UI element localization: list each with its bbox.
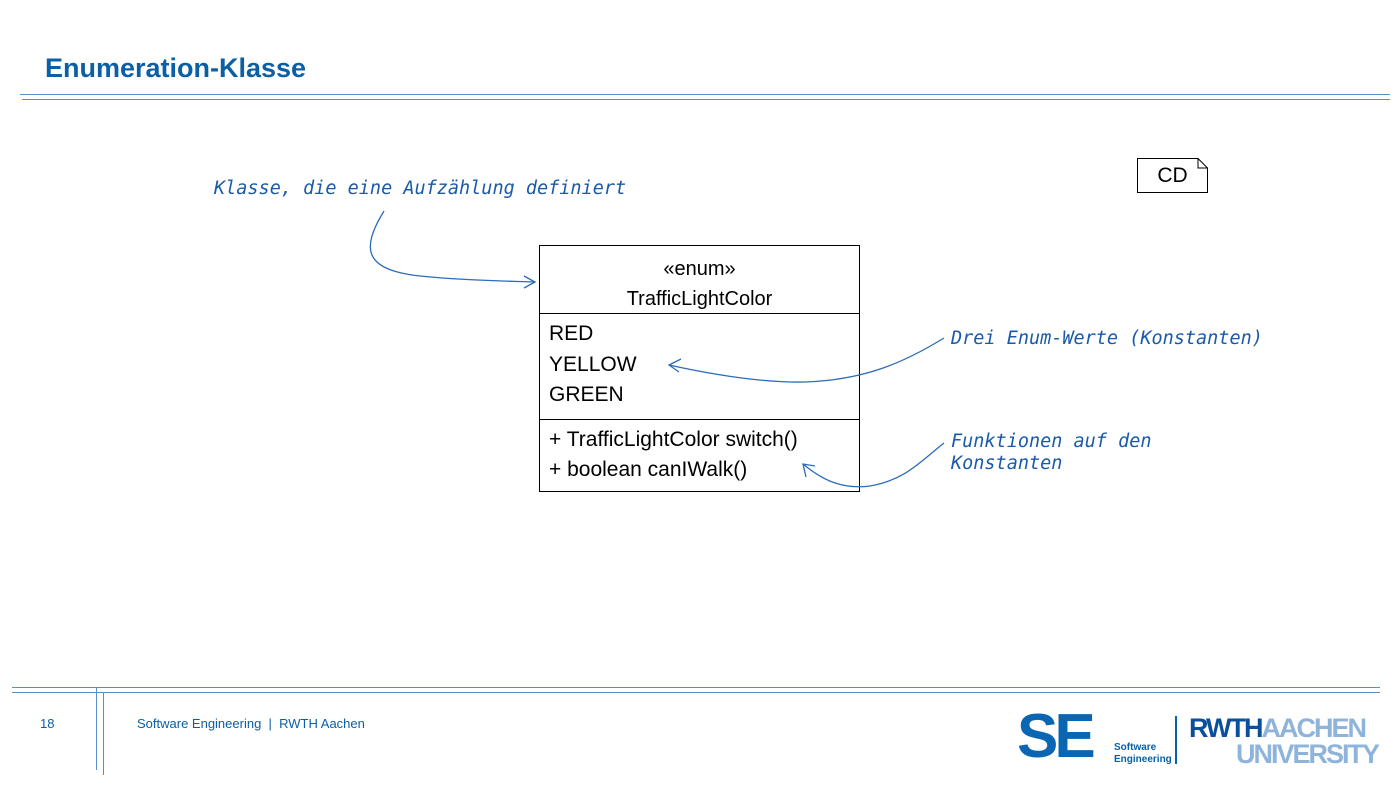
uml-class-box: «enum» TrafficLightColor RED YELLOW GREE… (539, 245, 860, 492)
rwth-logo: RWTHAACHEN UNIVERSITY (1189, 713, 1380, 768)
diagram-type-label: CD (1157, 164, 1188, 187)
class-attributes-compartment: RED YELLOW GREEN (540, 314, 859, 420)
header-rule-top (20, 94, 1390, 95)
rwth-logo-aachen: AACHEN (1261, 713, 1368, 743)
class-name: TrafficLightColor (626, 288, 773, 310)
footer-text: Software Engineering | RWTH Aachen (137, 716, 365, 731)
se-logo-subtitle-line1: Software (1114, 742, 1157, 753)
se-logo-subtitle: Software Engineering (1114, 742, 1172, 766)
footer-rule-bottom (12, 692, 1380, 693)
arrow-to-functions (802, 442, 945, 488)
annotation-functions-note-line2: Konstanten (951, 453, 1063, 474)
se-logo: SE Software Engineering (1017, 706, 1172, 772)
arrow-head-class (523, 275, 537, 289)
arrow-head-values (667, 358, 682, 373)
footer-divider-1 (96, 688, 97, 770)
enum-value: RED (549, 322, 594, 345)
footer-rule-top (12, 687, 1380, 688)
class-operation: + TrafficLightColor switch() (549, 428, 798, 451)
page-number: 18 (40, 716, 55, 731)
enum-value: YELLOW (549, 352, 637, 376)
uml-class-header: «enum» TrafficLightColor (540, 246, 859, 314)
rwth-logo-rwth: RWTH (1189, 713, 1263, 743)
class-operations-compartment: + TrafficLightColor switch() + boolean c… (540, 420, 859, 485)
annotation-class-note: Klasse, die eine Aufzählung definiert (214, 178, 627, 199)
class-stereotype: «enum» (663, 258, 736, 280)
enum-value: GREEN (549, 383, 624, 406)
arrow-head-functions (802, 463, 816, 478)
se-logo-subtitle-line2: Engineering (1114, 754, 1172, 765)
note-shape-icon (1137, 158, 1208, 193)
annotation-functions-note-line1: Funktionen auf den (951, 431, 1152, 452)
rwth-logo-top: RWTHAACHEN (1189, 713, 1368, 743)
header-rule-bottom (22, 99, 1390, 100)
footer-divider-2 (103, 693, 104, 775)
annotation-values-note: Drei Enum-Werte (Konstanten) (951, 328, 1263, 349)
rwth-logo-university: UNIVERSITY (1236, 739, 1380, 769)
arrow-to-class (369, 210, 535, 283)
class-operation: + boolean canIWalk() (549, 458, 748, 481)
diagram-type-tag: CD (1137, 158, 1208, 193)
se-logo-letters: SE (1017, 702, 1096, 771)
arrow-to-values (668, 337, 945, 383)
logo-separator (1175, 716, 1177, 764)
slide-title: Enumeration-Klasse (45, 53, 307, 83)
